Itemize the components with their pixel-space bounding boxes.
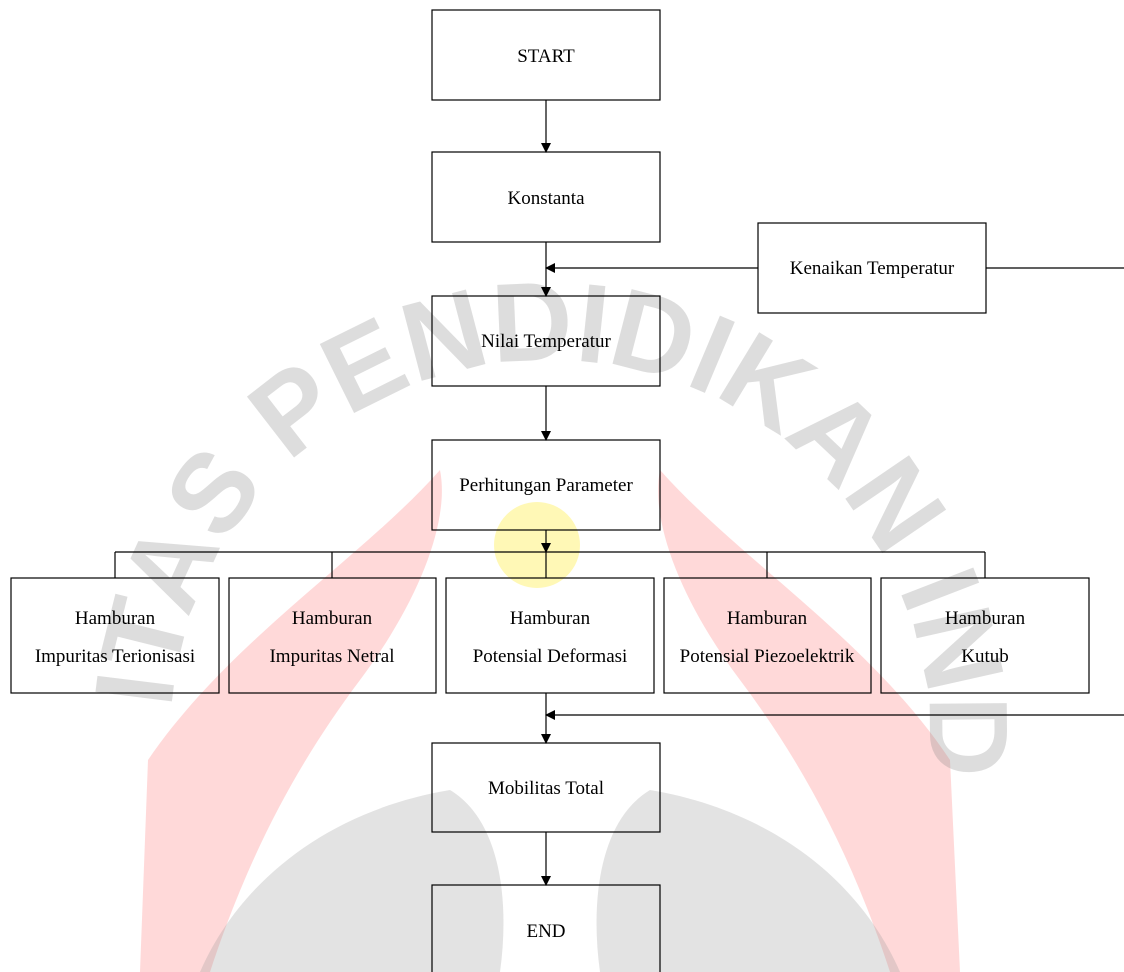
label-hamburan-netral-line2: Impuritas Netral bbox=[269, 646, 394, 667]
box-mobilitas-total bbox=[431, 742, 661, 833]
box-end bbox=[431, 884, 661, 972]
label-hamburan-kutub-line1: Hamburan bbox=[945, 608, 1026, 629]
watermark-red-flame-left bbox=[140, 470, 442, 972]
watermark-gray-leaf-left bbox=[200, 790, 504, 972]
label-kenaikan-temperatur: Kenaikan Temperatur bbox=[790, 258, 955, 279]
label-konstanta: Konstanta bbox=[507, 188, 585, 209]
label-hamburan-piezo-line1: Hamburan bbox=[727, 608, 808, 629]
label-hamburan-deformasi-line1: Hamburan bbox=[510, 608, 591, 629]
box-hamburan-kutub bbox=[880, 577, 1090, 694]
watermark-yellow-dot bbox=[494, 502, 580, 588]
label-start: START bbox=[517, 46, 575, 67]
box-hamburan-potensial-deformasi bbox=[445, 577, 655, 694]
label-hamburan-netral-line1: Hamburan bbox=[292, 608, 373, 629]
label-end: END bbox=[526, 921, 565, 942]
box-hamburan-potensial-piezoelektrik bbox=[663, 577, 872, 694]
box-perhitungan-parameter bbox=[431, 439, 661, 531]
box-kenaikan-temperatur bbox=[757, 222, 987, 314]
box-hamburan-impuritas-netral bbox=[228, 577, 437, 694]
flowchart-connectors bbox=[114, 100, 1124, 886]
label-nilai-temperatur: Nilai Temperatur bbox=[481, 331, 611, 352]
label-hamburan-terionisasi-line1: Hamburan bbox=[75, 608, 156, 629]
label-hamburan-terionisasi-line2: Impuritas Terionisasi bbox=[35, 646, 195, 667]
box-hamburan-impuritas-terionisasi bbox=[10, 577, 220, 694]
box-start bbox=[431, 9, 661, 101]
box-nilai-temperatur bbox=[431, 295, 661, 387]
label-perhitungan-parameter: Perhitungan Parameter bbox=[459, 475, 633, 496]
box-konstanta bbox=[431, 151, 661, 243]
flowchart-boxes: START Konstanta Kenaikan Temperatur Nila… bbox=[10, 9, 1090, 972]
label-hamburan-kutub-line2: Kutub bbox=[961, 646, 1009, 667]
label-hamburan-piezo-line2: Potensial Piezoelektrik bbox=[680, 646, 855, 667]
watermark-gray-leaf-right bbox=[596, 790, 900, 972]
label-mobilitas-total: Mobilitas Total bbox=[488, 778, 604, 799]
watermark-red-flame-right bbox=[658, 470, 960, 972]
label-hamburan-deformasi-line2: Potensial Deformasi bbox=[473, 646, 628, 667]
